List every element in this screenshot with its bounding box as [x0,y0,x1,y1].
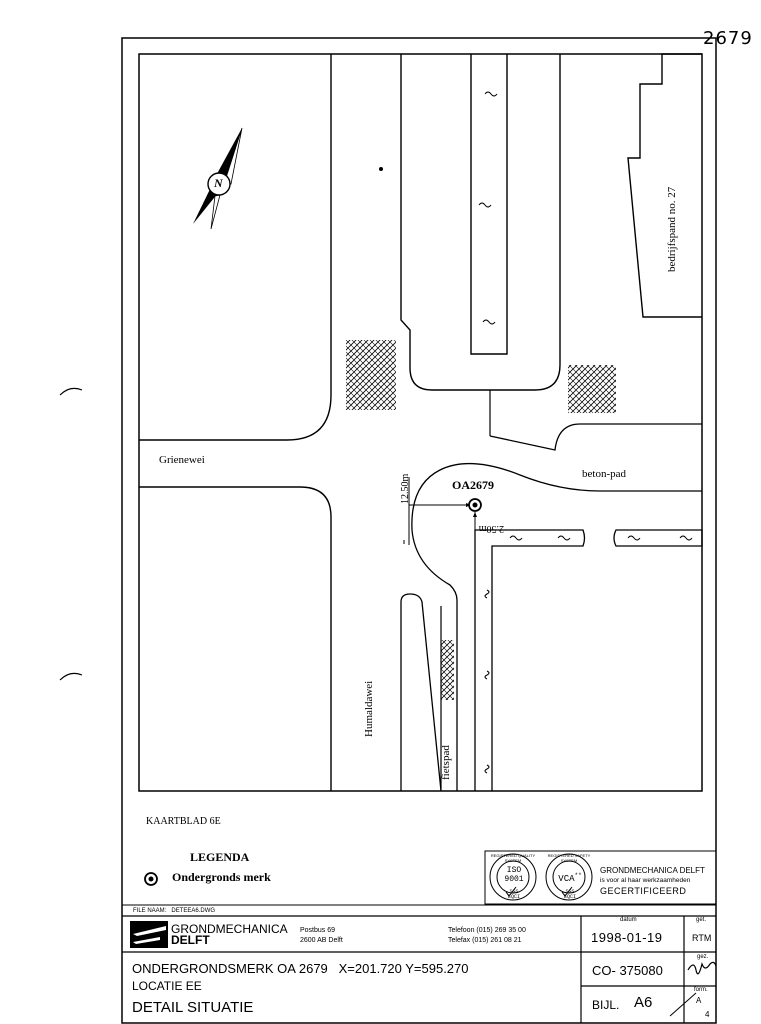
vegetation-hatch-3 [441,640,454,700]
vegetation-hatch-2 [568,365,616,413]
vca-sgs: SGS EQCI [563,889,576,900]
street-label-humaldawei: Humaldawei [363,680,375,737]
dimension-horizontal-label: 2.50m [478,523,504,534]
gez-label: gez. [697,954,709,960]
cert-statement: is voor al haar werkzaamheden [600,877,691,884]
dimension-vertical-label: 12.50m [400,473,411,504]
tree-symbols [478,91,693,774]
street-label-grienewei: Grienewei [159,454,205,466]
form-label: form. [694,987,708,993]
north-arrow-icon [193,127,243,230]
drawing-location: LOCATIE EE [132,979,202,993]
bijl-label: BIJL. [592,998,620,1012]
drawing-title: DETAIL SITUATIE [132,999,254,1016]
legend-title: LEGENDA [190,850,250,864]
form-bottom: 4 [705,1010,710,1019]
vegetation-hatch-1 [346,340,396,410]
cert-company: GRONDMECHANICA DELFT [600,866,705,875]
iso-sgs: SGS EQCI [507,889,520,900]
street-label-beton-pad: beton-pad [582,468,626,480]
map-frame [138,53,703,792]
cert-status: GECERTIFICEERD [600,886,687,896]
signature [687,961,717,975]
bijl-value: A6 [634,994,653,1011]
sheet-frame [121,37,717,1024]
grondmechanica-logo-icon [130,921,168,948]
marker-symbol-icon [468,498,482,512]
drawing-description: ONDERGRONDSMERK OA 2679 X=201.720 Y=595.… [132,961,469,976]
get-value: RTM [692,933,712,943]
iso-label: ISO 9001 [504,866,524,884]
kaartblad-label: KAARTBLAD 6E [146,816,221,827]
marker-id-label: OA2679 [452,478,494,492]
get-label: get. [696,917,707,923]
building-label-bedrijfspand: bedrijfspand no. 27 [666,186,678,272]
street-label-fietspad: fietspad [440,745,452,780]
handwritten-sheet-number: 2679 [703,28,753,49]
vca-label: VCA** [558,872,582,884]
contact-numbers: Telefoon (015) 269 35 00 Telefax (015) 2… [448,927,526,944]
datum-value: 1998-01-19 [591,930,663,945]
file-name-label: FILE NAAM: DETEEA6.DWG [133,908,216,914]
project-number: CO- 375080 [592,963,663,978]
north-arrow-label: N [214,176,223,190]
iso-ring-text: REGISTERED QUALITY SYSTEM [490,853,536,863]
form-top: A [696,996,702,1005]
legend-circle-dot-icon [144,872,158,886]
datum-label: datum [620,917,637,923]
postal-address: Postbus 69 2600 AB Delft [300,927,343,944]
vca-ring-text: REGISTERED SAFETY SYSTEM [547,853,591,863]
company-name: GRONDMECHANICA DELFT [171,922,288,947]
legend-item-label: Ondergronds merk [172,870,271,884]
